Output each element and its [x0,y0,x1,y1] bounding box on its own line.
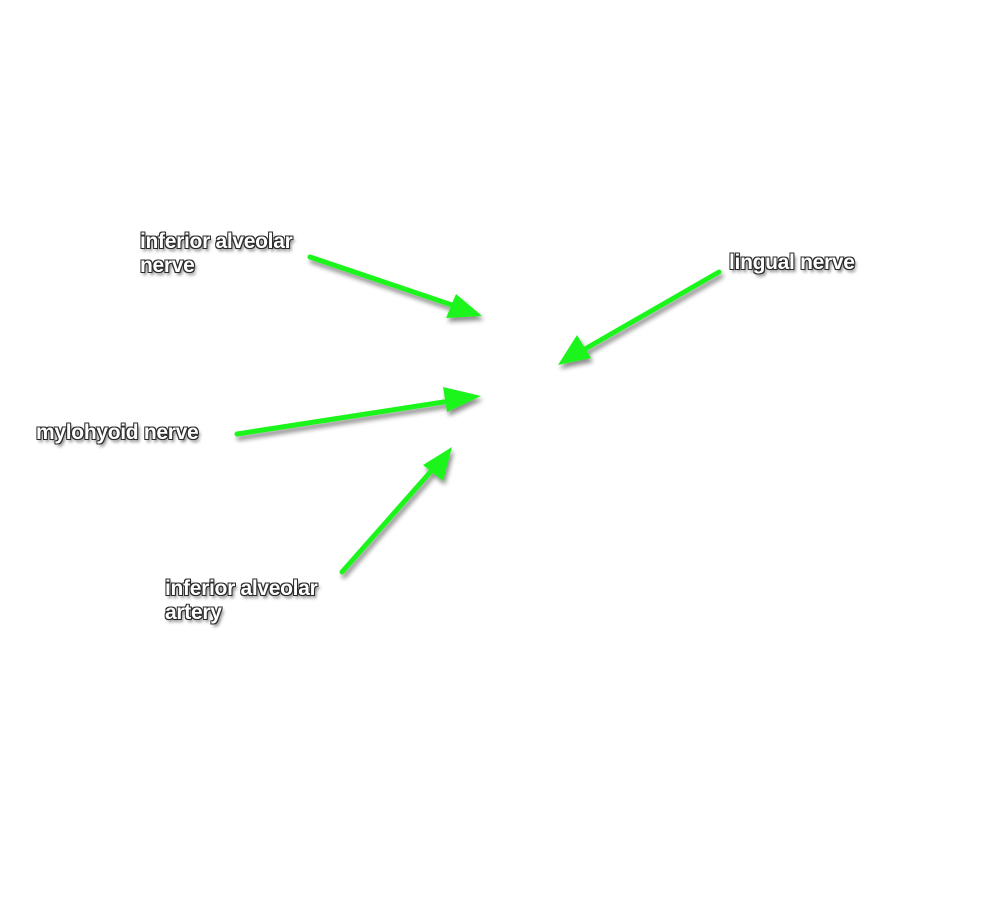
label-mylohyoid-nerve-line1: mylohyoid nerve [36,421,199,444]
label-lingual-nerve: lingual nerve [729,251,855,275]
label-inferior-alveolar-nerve: inferior alveolar nerve [140,230,293,278]
label-lingual-nerve-line1: lingual nerve [729,251,855,274]
arrow-lingual-nerve [558,269,722,365]
label-inferior-alveolar-artery: inferior alveolar artery [165,577,318,625]
arrow-mylohyoid-nerve [234,387,481,437]
arrow-inferior-alveolar-nerve [307,254,482,318]
label-inferior-alveolar-nerve-line1: inferior alveolar [140,230,293,253]
label-inferior-alveolar-nerve-line2: nerve [140,254,195,277]
label-inferior-alveolar-artery-line2: artery [165,601,222,624]
label-inferior-alveolar-artery-line1: inferior alveolar [165,577,318,600]
arrow-inferior-alveolar-artery [339,447,452,575]
label-mylohyoid-nerve: mylohyoid nerve [36,421,199,445]
